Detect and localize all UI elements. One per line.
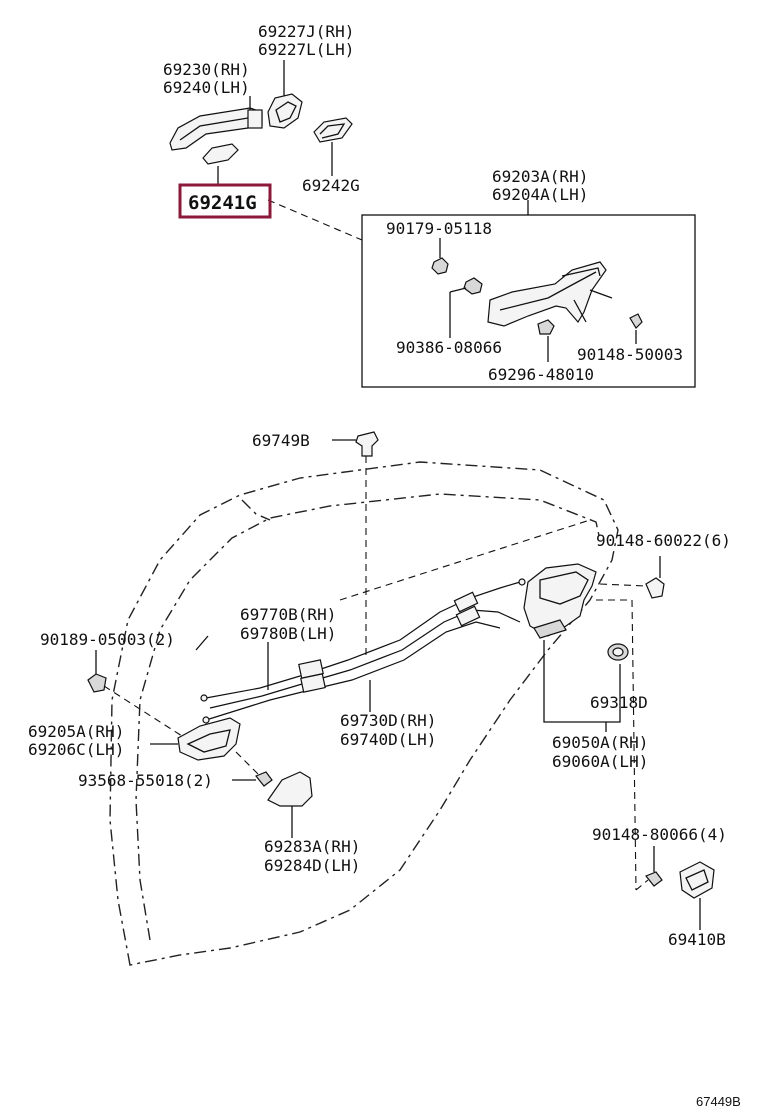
label-69227j: 69227J(RH) (258, 22, 354, 41)
label-69749b: 69749B (252, 431, 310, 450)
handle-frame-assembly[interactable] (487, 261, 607, 327)
cable-sleeve-3 (453, 591, 479, 613)
cable-end-1 (518, 578, 526, 586)
cable-69770b[interactable] (205, 581, 521, 699)
label-69227l: 69227L(LH) (258, 40, 354, 59)
handle-cover-rear[interactable] (267, 93, 303, 129)
screw-90148-60022[interactable] (645, 577, 665, 599)
diagram-code: 67449B (696, 1094, 741, 1109)
label-69206c: 69206C(LH) (28, 740, 124, 759)
cables-group (200, 578, 526, 724)
inset-frame-group (361, 200, 696, 388)
label-69060a: 69060A(LH) (552, 752, 648, 771)
highlight-box (178, 183, 272, 219)
label-90148-60022: 90148-60022(6) (596, 531, 731, 550)
label-90386: 90386-08066 (396, 338, 502, 357)
cable-end-2 (200, 694, 208, 702)
lock-lever[interactable] (533, 619, 567, 639)
screw-69296[interactable] (537, 319, 555, 335)
door-lock-group (523, 556, 665, 891)
striker-69410b[interactable] (679, 861, 715, 899)
label-69050a: 69050A(RH) (552, 733, 648, 752)
clip-69749b[interactable] (355, 431, 379, 457)
nut-90179[interactable] (431, 257, 449, 275)
door-lock-assembly[interactable] (523, 563, 597, 637)
label-69780b: 69780B(LH) (240, 624, 336, 643)
handle-bracket (247, 109, 263, 129)
door-outline (109, 461, 619, 966)
label-90148-50003: 90148-50003 (577, 345, 683, 364)
clip-90189-05003[interactable] (87, 673, 107, 693)
door-inner-outline (135, 493, 601, 941)
label-90148-80066: 90148-80066(4) (592, 825, 727, 844)
label-69770b: 69770B(RH) (240, 605, 336, 624)
clip-69749b-group (332, 431, 379, 660)
label-90179: 90179-05118 (386, 219, 492, 238)
door-window-line (241, 499, 271, 521)
screw-90148-a[interactable] (629, 313, 643, 329)
door-outline-group (109, 461, 619, 966)
screw-90148-80066[interactable] (645, 871, 663, 887)
cable-end-3 (202, 716, 210, 724)
handle-pad-69241g[interactable] (202, 143, 239, 165)
inside-handle-group (87, 635, 313, 838)
cable-sleeve-2 (300, 673, 326, 693)
cable-69730d[interactable] (205, 621, 501, 721)
label-69242g: 69242G (302, 176, 360, 195)
label-69284d: 69284D(LH) (264, 856, 360, 875)
label-90189: 90189-05003(2) (40, 630, 175, 649)
label-69318d: 69318D (590, 693, 648, 712)
label-93568: 93568-55018(2) (78, 771, 213, 790)
label-69410b: 69410B (668, 930, 726, 949)
label-69240: 69240(LH) (163, 78, 250, 97)
label-69205a: 69205A(RH) (28, 722, 124, 741)
label-69296: 69296-48010 (488, 365, 594, 384)
striker-group (645, 846, 715, 930)
label-69230: 69230(RH) (163, 60, 250, 79)
inside-handle-cover-69283a[interactable] (267, 771, 313, 807)
grommet-hole (612, 647, 624, 657)
label-69241g[interactable]: 69241G (188, 192, 257, 214)
label-69730d: 69730D(RH) (340, 711, 436, 730)
handle-pad-69242g[interactable] (313, 117, 353, 143)
labels-group: 69227J(RH) 69227L(LH) 69230(RH) 69240(LH… (28, 22, 741, 1109)
cable-sleeve-4 (455, 605, 481, 627)
label-69283a: 69283A(RH) (264, 837, 360, 856)
inside-handle-69205a[interactable] (177, 717, 241, 761)
bushing-90386[interactable] (463, 277, 483, 295)
label-69203a: 69203A(RH) (492, 167, 588, 186)
screw-93568-55018[interactable] (255, 771, 273, 787)
label-69204a: 69204A(LH) (492, 185, 588, 204)
outside-handle-group (169, 60, 363, 241)
label-69740d: 69740D(LH) (340, 730, 436, 749)
